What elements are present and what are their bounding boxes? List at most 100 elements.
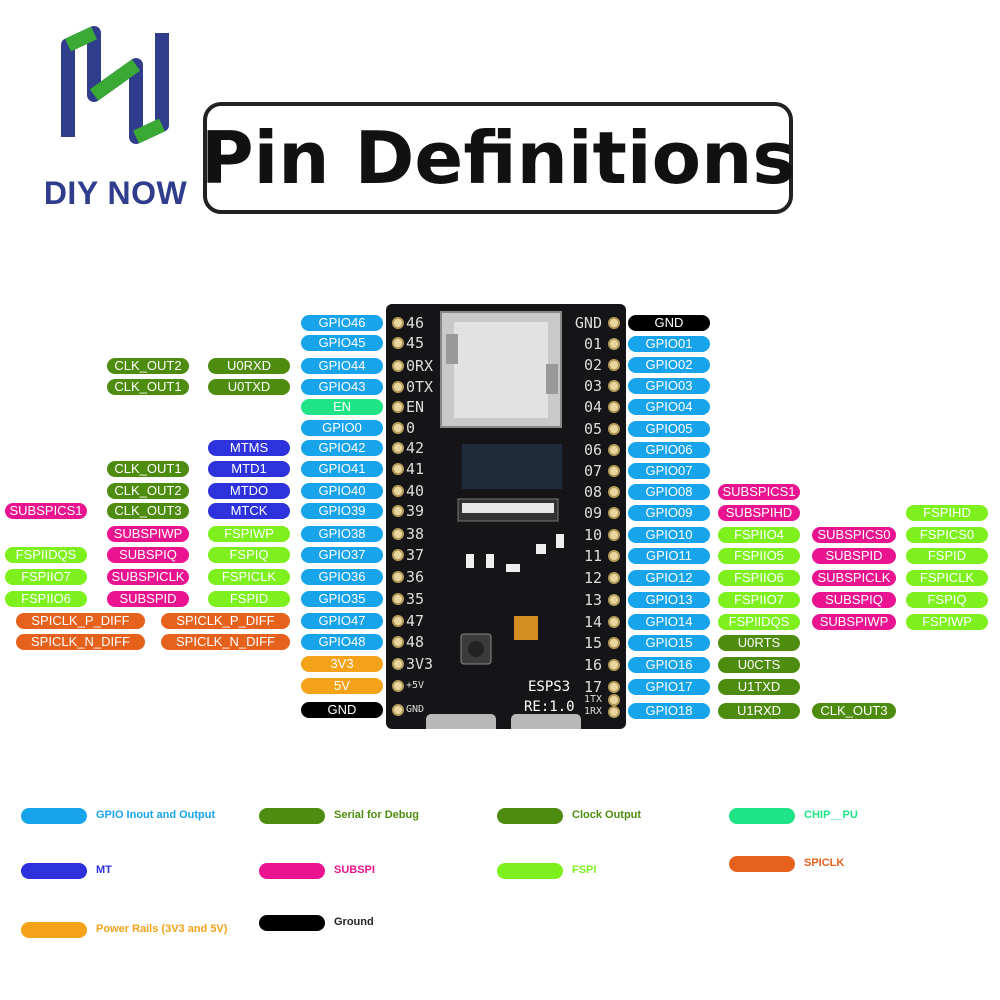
board-pin-number: 35	[406, 590, 425, 608]
pin-function-left: FSPIIDQS	[5, 547, 87, 563]
pin-function-right: U0RTS	[718, 635, 800, 651]
pin-label-left: GPIO38	[301, 526, 383, 542]
legend-label: Clock Output	[572, 809, 642, 821]
pin-label-left: 3V3	[301, 656, 383, 672]
board-pin-number: 14	[583, 613, 602, 631]
legend-label: GPIO Inout and Output	[96, 809, 216, 821]
pin-function-left: SPICLK_P_DIFF	[161, 613, 290, 629]
board-pin-number: 11	[583, 547, 602, 565]
pin-function-left: SUBSPICS1	[5, 503, 87, 519]
page-title: Pin Definitions	[200, 116, 796, 200]
board-pad	[608, 706, 620, 718]
board-pin-number: 39	[406, 502, 425, 520]
pin-function-right: FSPID	[906, 548, 988, 564]
pin-function-left: CLK_OUT1	[107, 379, 189, 395]
pin-label-left: GPIO43	[301, 379, 383, 395]
pin-label-right: GPIO01	[628, 336, 710, 352]
board-pin-number: 37	[406, 546, 425, 564]
pin-label-right: GPIO16	[628, 657, 710, 673]
board-pad	[608, 616, 620, 628]
board-pin-number: 47	[406, 612, 425, 630]
board-pin-number: 1TX	[583, 694, 602, 705]
board-pad	[392, 505, 404, 517]
pin-function-left: CLK_OUT2	[107, 358, 189, 374]
pin-label-right: GPIO12	[628, 570, 710, 586]
pin-label-right: GPIO14	[628, 614, 710, 630]
board-pin-number: 05	[583, 420, 602, 438]
board-pin-number: 06	[583, 441, 602, 459]
board-pad	[392, 401, 404, 413]
pin-label-right: GPIO13	[628, 592, 710, 608]
diy-now-logo-icon	[61, 26, 169, 144]
board-pin-number: 0TX	[406, 378, 434, 396]
board-pad	[608, 594, 620, 606]
board-pad	[392, 615, 404, 627]
pin-function-right: SUBSPIQ	[812, 592, 896, 608]
pin-function-left: FSPIIO7	[5, 569, 87, 585]
legend-swatch	[259, 915, 325, 931]
pin-function-left: MTMS	[208, 440, 290, 456]
board-pin-number: 3V3	[406, 655, 434, 673]
pin-function-left: FSPIQ	[208, 547, 290, 563]
pin-function-right: SUBSPIWP	[812, 614, 896, 630]
pin-label-right: GPIO06	[628, 442, 710, 458]
pin-function-right: U0CTS	[718, 657, 800, 673]
legend-swatch	[21, 808, 87, 824]
pin-function-left: FSPID	[208, 591, 290, 607]
pin-function-right: FSPIIO7	[718, 592, 800, 608]
pin-label-right: GPIO17	[628, 679, 710, 695]
pin-label-left: GPIO40	[301, 483, 383, 499]
board-pad	[608, 359, 620, 371]
pin-label-right: GPIO11	[628, 548, 710, 564]
pin-function-left: SPICLK_P_DIFF	[16, 613, 145, 629]
board-pin-number: 04	[583, 398, 602, 416]
board-pad	[608, 338, 620, 350]
pin-function-right: FSPIIO6	[718, 570, 800, 586]
board-pin-number: 03	[583, 377, 602, 395]
pin-function-right: FSPIIO4	[718, 527, 800, 543]
pin-function-right: SUBSPICS0	[812, 527, 896, 543]
legend-swatch	[729, 808, 795, 824]
board-pad	[608, 486, 620, 498]
legend-label: FSPI	[572, 864, 597, 876]
board-pad	[608, 529, 620, 541]
pin-label-left: GPIO37	[301, 547, 383, 563]
pin-function-left: SPICLK_N_DIFF	[161, 634, 290, 650]
board-pin-number: 0	[406, 419, 416, 437]
legend-swatch	[497, 808, 563, 824]
board-pad	[392, 549, 404, 561]
pin-function-right: FSPIQ	[906, 592, 988, 608]
board-pad	[608, 507, 620, 519]
pin-function-left: CLK_OUT2	[107, 483, 189, 499]
pin-function-left: MTD1	[208, 461, 290, 477]
pin-function-left: MTCK	[208, 503, 290, 519]
board-pad	[392, 528, 404, 540]
board-pad	[392, 571, 404, 583]
board-pin-number: 36	[406, 568, 425, 586]
pin-label-right: GND	[628, 315, 710, 331]
pin-label-left: GPIO44	[301, 358, 383, 374]
board-pin-number: 02	[583, 356, 602, 374]
pin-label-left: GPIO35	[301, 591, 383, 607]
pin-function-left: SUBSPIWP	[107, 526, 189, 542]
pin-label-left: GPIO36	[301, 569, 383, 585]
board-pad	[608, 444, 620, 456]
board-pin-number: EN	[406, 398, 425, 416]
board-pin-number: 41	[406, 460, 425, 478]
legend-label: Serial for Debug	[334, 809, 419, 821]
pin-function-left: CLK_OUT1	[107, 461, 189, 477]
title-box: Pin Definitions	[200, 102, 796, 214]
board-pad	[392, 360, 404, 372]
board-pad	[608, 637, 620, 649]
board-pad	[392, 337, 404, 349]
legend-label: MT	[96, 864, 112, 876]
pin-label-right: GPIO02	[628, 357, 710, 373]
legend-label: SPICLK	[804, 857, 845, 869]
pin-label-left: GPIO39	[301, 503, 383, 519]
legend-label: SUBSPI	[334, 864, 375, 876]
pin-function-right: U1RXD	[718, 703, 800, 719]
board-pad	[392, 422, 404, 434]
board-pad	[608, 659, 620, 671]
board-pad	[608, 401, 620, 413]
